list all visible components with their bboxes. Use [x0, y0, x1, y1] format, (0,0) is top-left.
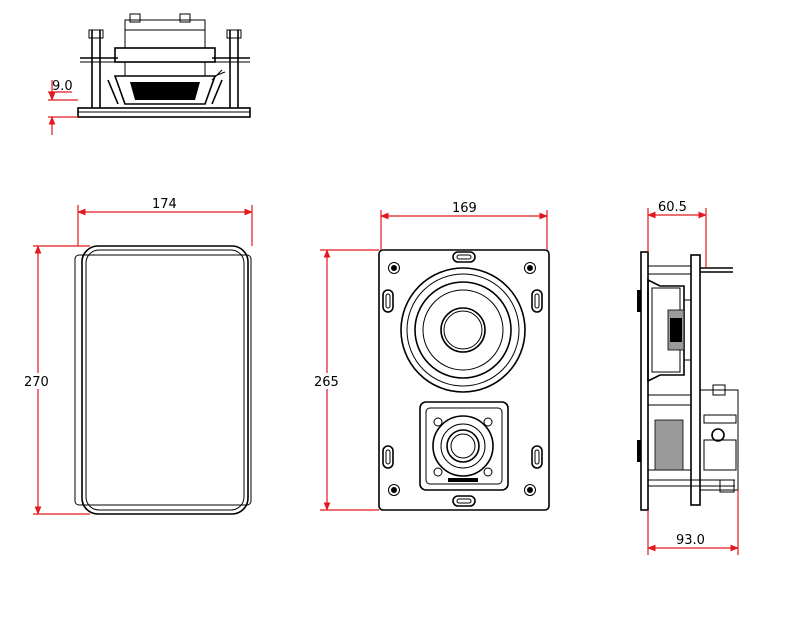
baffle-outline — [378, 249, 550, 511]
baffle-corner-screws — [388, 262, 536, 496]
tweeter-side — [647, 384, 739, 493]
tweeter-front — [419, 401, 509, 491]
dimension-top-thickness: 9.0 — [48, 79, 78, 135]
dimension-grille-height: 270 — [22, 245, 90, 515]
dimension-grille-width: 174 — [77, 197, 253, 246]
top-view-left-bracket — [80, 29, 118, 108]
side-baffle-plate — [690, 254, 701, 506]
baffle-mounting-slots — [382, 251, 543, 507]
dimension-label-side-total-depth: 93.0 — [676, 533, 705, 548]
woofer-side — [647, 278, 691, 383]
grille-outline — [81, 245, 249, 515]
woofer-front — [400, 267, 526, 393]
dimension-label-grille-width: 174 — [152, 197, 177, 212]
dimension-label-side-front-depth: 60.5 — [658, 200, 687, 215]
top-view: 9.0 — [48, 13, 251, 135]
top-view-right-bracket — [212, 29, 250, 108]
side-grille-plate — [640, 251, 649, 511]
dimension-label-baffle-height: 265 — [314, 375, 339, 390]
dimension-baffle-height: 265 — [312, 249, 379, 511]
dimension-baffle-width: 169 — [380, 201, 548, 250]
side-view: 60.5 93.0 — [637, 200, 739, 555]
dimension-side-front-depth: 60.5 — [647, 200, 707, 268]
grille-front-view: 174 270 — [22, 197, 253, 515]
dimension-label-top-thickness: 9.0 — [52, 79, 73, 94]
dimension-label-baffle-width: 169 — [452, 201, 477, 216]
baffle-front-view: 169 265 — [312, 201, 550, 511]
dimension-label-grille-height: 270 — [24, 375, 49, 390]
top-view-driver — [107, 13, 226, 105]
dimension-side-total-depth: 93.0 — [647, 490, 739, 555]
